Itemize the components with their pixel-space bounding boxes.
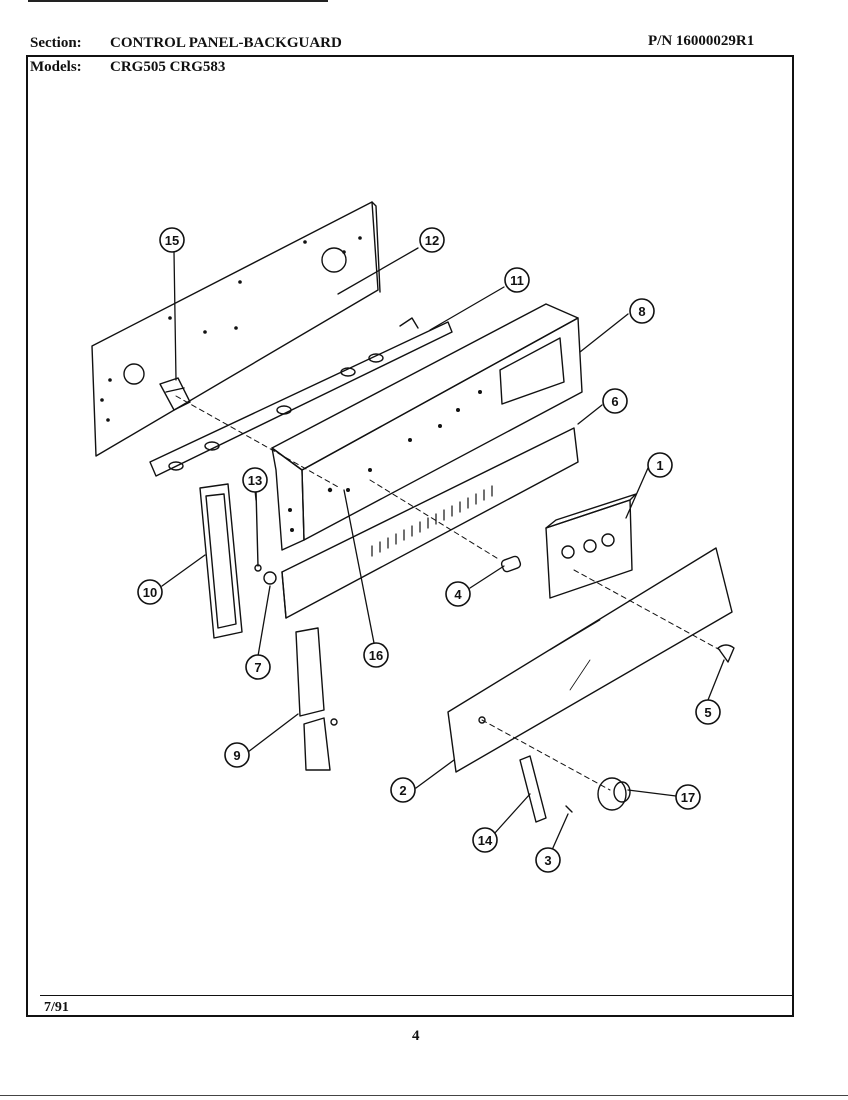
knob-part-17 <box>597 777 631 811</box>
control-housing-part <box>271 303 583 551</box>
glass-panel-part <box>447 547 733 773</box>
callout-label-5: 5 <box>704 705 711 720</box>
bottom-rule <box>0 1095 848 1096</box>
lamp-part-4 <box>500 555 522 573</box>
revision-date: 7/91 <box>44 1000 69 1015</box>
callout-10 <box>137 579 163 605</box>
callout-label-1: 1 <box>656 458 663 473</box>
callout-label-13: 13 <box>248 473 262 488</box>
clip-part-7 <box>263 571 277 585</box>
section-label: Section: <box>30 35 82 51</box>
models-value: CRG505 CRG583 <box>110 59 226 75</box>
callout-4 <box>445 581 471 607</box>
side-trim-part <box>199 483 243 639</box>
top-rule <box>28 0 328 2</box>
bracket-part-15 <box>159 377 191 411</box>
switch-module-part <box>545 493 637 599</box>
screw-part-3 <box>565 805 573 813</box>
callout-8 <box>629 298 655 324</box>
callout-label-15: 15 <box>165 233 179 248</box>
callout-11 <box>504 267 530 293</box>
callout-2 <box>390 777 416 803</box>
callout-1 <box>647 452 673 478</box>
callout-5 <box>695 699 721 725</box>
callout-label-2: 2 <box>399 783 406 798</box>
callout-label-16: 16 <box>369 648 383 663</box>
callout-6 <box>602 388 628 414</box>
part-number: P/N 16000029R1 <box>648 33 755 49</box>
callout-15 <box>159 227 185 253</box>
strip-part-14 <box>519 755 547 823</box>
rear-panel-part <box>91 201 381 457</box>
callout-label-11: 11 <box>510 273 524 288</box>
callout-label-14: 14 <box>478 833 493 848</box>
front-trim-part <box>281 427 579 619</box>
knob-end-part-5 <box>717 644 735 663</box>
callout-17 <box>675 784 701 810</box>
screw-part-13 <box>254 489 262 572</box>
callout-label-3: 3 <box>544 853 551 868</box>
callout-13 <box>242 467 268 493</box>
callout-label-10: 10 <box>143 585 157 600</box>
section-title: CONTROL PANEL-BACKGUARD <box>110 35 342 51</box>
callout-label-12: 12 <box>425 233 439 248</box>
callout-14 <box>472 827 498 853</box>
callouts <box>137 227 721 873</box>
callout-label-8: 8 <box>638 304 645 319</box>
callout-label-17: 17 <box>681 790 695 805</box>
diagram-frame <box>26 55 794 1017</box>
footer-rule <box>40 995 794 996</box>
trim-strip-part <box>149 317 453 477</box>
mounting-bracket-part <box>295 627 338 771</box>
callout-label-9: 9 <box>233 748 240 763</box>
callout-3 <box>535 847 561 873</box>
alignment-lines <box>175 395 721 791</box>
callout-9 <box>224 742 250 768</box>
callout-16 <box>363 642 389 668</box>
callout-7 <box>245 654 271 680</box>
callout-label-7: 7 <box>254 660 261 675</box>
leader-lines <box>161 247 725 851</box>
models-label: Models: <box>30 59 82 75</box>
page-number: 4 <box>412 1028 420 1044</box>
callout-label-4: 4 <box>454 587 462 602</box>
callout-12 <box>419 227 445 253</box>
callout-label-6: 6 <box>611 394 618 409</box>
